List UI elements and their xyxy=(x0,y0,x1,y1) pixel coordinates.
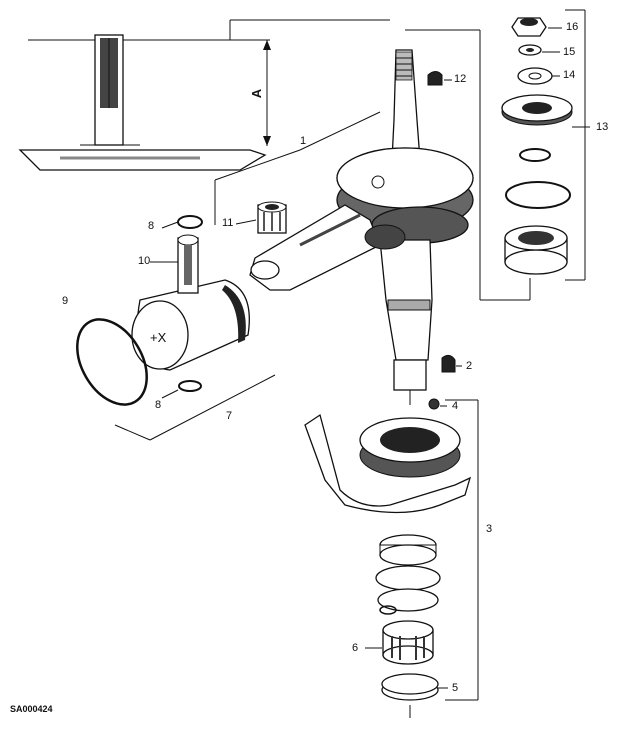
bearing-sleeve-lower xyxy=(381,673,439,701)
callout-13: 13 xyxy=(596,121,609,133)
needle-bearing-small-end xyxy=(257,201,287,234)
callout-5: 5 xyxy=(452,682,459,694)
bearing-retainer-plate xyxy=(304,413,472,514)
piston-pin-circlip-bottom xyxy=(178,380,202,392)
callout-1: 1 xyxy=(300,135,307,147)
needle-bearing-lower xyxy=(382,620,434,665)
dimension-label-a: A xyxy=(249,88,265,99)
callout-12: 12 xyxy=(454,73,467,85)
washer xyxy=(517,67,553,85)
figure-id: SA000424 xyxy=(10,704,53,714)
circlip-upper xyxy=(519,148,551,162)
roller-bearing-cage xyxy=(359,417,461,478)
callout-11: 11 xyxy=(222,217,234,229)
callout-15: 15 xyxy=(563,46,576,58)
shim-lower xyxy=(377,588,439,612)
roller-bearing-lower-top xyxy=(379,534,437,566)
nut xyxy=(511,17,547,37)
crankshaft xyxy=(336,49,474,405)
callout-8-top: 8 xyxy=(148,220,155,232)
inset-cross-section xyxy=(18,19,390,171)
callout-3: 3 xyxy=(486,523,493,535)
leader-lines xyxy=(114,9,590,701)
callout-7: 7 xyxy=(226,410,233,422)
callout-x: +X xyxy=(150,330,167,345)
callout-8-bottom: 8 xyxy=(155,399,162,411)
woodruff-key-lower xyxy=(441,354,456,373)
piston-ring xyxy=(76,318,148,406)
callout-9: 9 xyxy=(62,295,69,307)
connecting-rod xyxy=(249,204,406,291)
callout-x-label: X xyxy=(157,330,167,345)
lock-washer xyxy=(518,44,542,56)
callout-10: 10 xyxy=(138,255,151,267)
ball-bearing-upper xyxy=(504,225,568,275)
steel-ball xyxy=(428,398,440,410)
thrust-washer-lower xyxy=(375,565,441,591)
piston xyxy=(131,234,250,371)
circlip-lower xyxy=(379,605,397,615)
callout-14: 14 xyxy=(563,69,576,81)
snap-ring-upper xyxy=(505,181,571,209)
seal-upper xyxy=(501,94,573,126)
callout-2: 2 xyxy=(466,360,473,372)
woodruff-key-upper xyxy=(427,71,443,86)
callout-4: 4 xyxy=(452,400,459,412)
callout-6: 6 xyxy=(352,642,359,654)
piston-pin-circlip-top xyxy=(177,215,203,229)
callout-16: 16 xyxy=(566,21,579,33)
